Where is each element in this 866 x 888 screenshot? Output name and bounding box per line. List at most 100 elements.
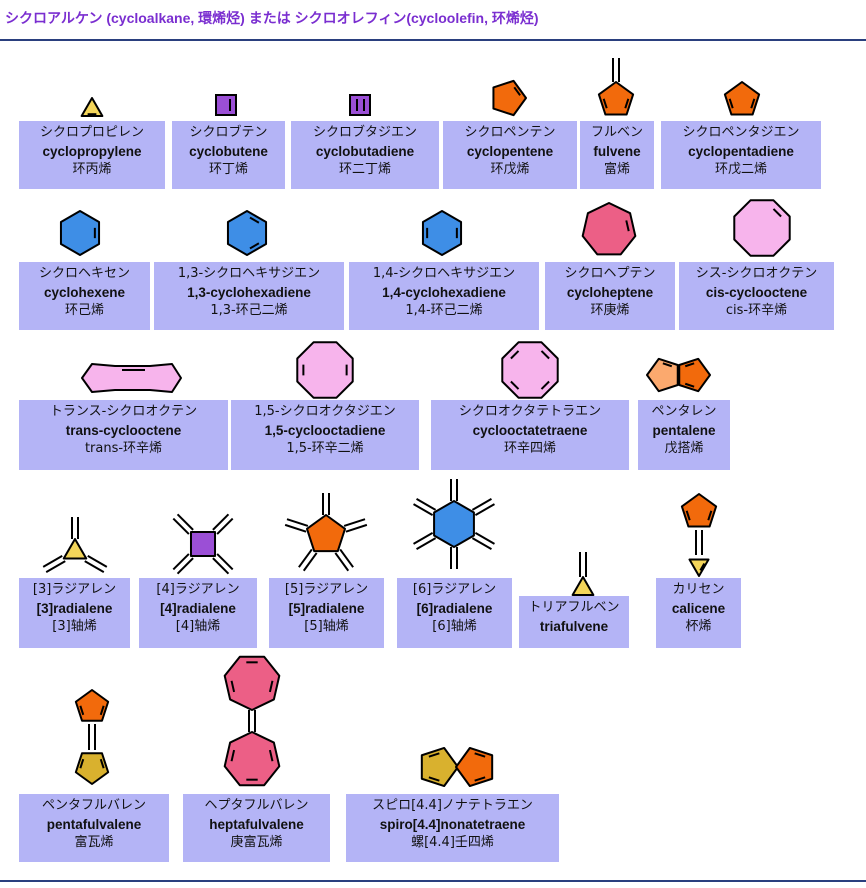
compound-name-english: cyclopentene bbox=[466, 143, 554, 159]
compound-name-english: fulvene bbox=[593, 143, 641, 159]
bond-line bbox=[176, 557, 194, 575]
compound-name-japanese: [4]ラジアレン bbox=[156, 582, 240, 597]
bond-line bbox=[510, 350, 520, 360]
spiro-ring-left bbox=[420, 746, 459, 788]
page-title: シクロアルケン (cycloalkane, 環烯烃) または シクロオレフィン(… bbox=[5, 10, 539, 26]
pentafulvalene-ring-bottom bbox=[74, 752, 110, 785]
bond-line bbox=[302, 552, 318, 572]
bond-line bbox=[99, 705, 105, 716]
bond-line bbox=[685, 510, 691, 521]
bond-line bbox=[750, 98, 756, 109]
cyclopropylene-ring bbox=[80, 97, 104, 117]
cyclohexene-ring bbox=[59, 210, 101, 256]
spiro-ring-right bbox=[455, 746, 494, 788]
compound-name-japanese: シクロヘキセン bbox=[38, 266, 130, 281]
bond-line bbox=[79, 758, 85, 769]
compound-name-chinese: trans-环辛烯 bbox=[84, 441, 163, 456]
bond-line bbox=[471, 537, 492, 550]
bond-line bbox=[416, 537, 437, 550]
bond-line bbox=[474, 776, 486, 782]
top-divider bbox=[0, 39, 866, 41]
bond-line bbox=[474, 532, 495, 545]
compound-name-japanese: トランス-シクロオクテン bbox=[49, 404, 198, 419]
calicene-five-ring bbox=[680, 493, 718, 528]
bond-line bbox=[413, 532, 434, 545]
triafulvene-ring bbox=[571, 576, 595, 596]
compound-name-chinese: 环己烯 bbox=[64, 303, 104, 318]
bond-line bbox=[540, 350, 550, 360]
3-radialene-ring bbox=[62, 538, 88, 560]
5-radialene-ring bbox=[305, 514, 347, 553]
bond-line bbox=[413, 503, 434, 516]
compound-name-english: cis-cyclooctene bbox=[705, 284, 808, 300]
cyclobutadiene-ring bbox=[349, 94, 371, 116]
bond-line bbox=[230, 680, 236, 693]
compound-name-japanese: [5]ラジアレン bbox=[284, 582, 369, 597]
compound-name-japanese: シクロヘプテン bbox=[564, 266, 656, 281]
cyclopentene-ring bbox=[492, 79, 527, 117]
compound-name-japanese: ペンタレン bbox=[651, 404, 717, 419]
compound-name-chinese: 富瓦烯 bbox=[74, 835, 114, 850]
compound-name-chinese: 1,4-环己二烯 bbox=[405, 303, 483, 318]
bond-line bbox=[540, 380, 550, 390]
bond-line bbox=[249, 216, 260, 224]
compound-name-japanese: ヘプタフルバレン bbox=[204, 798, 309, 813]
compound-name-english: cyclohexene bbox=[43, 284, 126, 300]
compound-name-english: cyclobutadiene bbox=[315, 143, 415, 159]
compound-name-english: cyclopropylene bbox=[42, 143, 142, 159]
bond-line bbox=[416, 498, 437, 511]
compound-name-chinese: 杯烯 bbox=[685, 619, 712, 634]
compound-name-english: pentafulvalene bbox=[46, 816, 142, 832]
compound-card-3-radialene: [3]ラジアレン[3]radialene[3]轴烯 bbox=[19, 578, 130, 648]
bond-line bbox=[428, 752, 440, 758]
compound-name-japanese: シクロペンタジエン bbox=[682, 125, 800, 140]
bond-line bbox=[298, 548, 313, 568]
bond-line bbox=[172, 553, 190, 571]
compound-name-japanese: トリアフルベン bbox=[528, 600, 620, 615]
compound-card-cyclohexene: シクロヘキセン cyclohexene 环己烯 bbox=[19, 262, 150, 330]
heptafulvalene-ring-top bbox=[223, 655, 281, 711]
bond-line bbox=[268, 749, 274, 762]
compound-name-english: cyclooctatetraene bbox=[472, 422, 588, 438]
bond-line bbox=[510, 380, 520, 390]
bond-line bbox=[284, 523, 307, 533]
compound-name-chinese: 环二丁烯 bbox=[338, 162, 391, 177]
compound-name-chinese: cis-环辛烯 bbox=[725, 303, 788, 318]
cyclohexadiene-13-ring bbox=[226, 210, 268, 256]
compound-card-heptafulvalene: ヘプタフルバレン heptafulvalene 庚富瓦烯 bbox=[183, 794, 330, 862]
compound-name-japanese: [3]ラジアレン bbox=[32, 582, 117, 597]
compound-name-english: heptafulvalene bbox=[209, 816, 304, 832]
bond-line bbox=[471, 498, 492, 511]
compound-name-chinese: 环戊烯 bbox=[490, 162, 530, 177]
heptafulvalene-ring-bottom bbox=[223, 731, 281, 787]
bond-line bbox=[334, 552, 350, 572]
bond-line bbox=[772, 208, 782, 218]
compound-name-chinese: 环丁烯 bbox=[208, 162, 248, 177]
compound-card-6-radialene: [6]ラジアレン[6]radialene[6]轴烯 bbox=[397, 578, 512, 648]
compound-name-japanese: シクロオクタテトラエン bbox=[458, 404, 602, 419]
compound-name-chinese: 环庚烯 bbox=[590, 303, 630, 318]
compound-name-japanese: シクロプロピレン bbox=[39, 125, 144, 140]
bond-line bbox=[216, 553, 234, 571]
compound-name-english: cyclopentadiene bbox=[688, 143, 794, 159]
compound-name-chinese: 庚富瓦烯 bbox=[230, 835, 283, 850]
bond-line bbox=[42, 555, 63, 568]
bond-line bbox=[212, 513, 230, 531]
compound-name-english: triafulvene bbox=[539, 618, 609, 634]
compound-name-english: spiro[4.4]nonatetraene bbox=[379, 816, 526, 832]
4-radialene-ring bbox=[189, 530, 217, 558]
bond-line bbox=[230, 749, 236, 762]
compound-name-english: 1,3-cyclohexadiene bbox=[187, 284, 311, 300]
compound-name-english: [4]radialene bbox=[160, 600, 236, 616]
compound-name-japanese: フルベン bbox=[590, 125, 643, 140]
compound-name-japanese: シクロブテン bbox=[189, 125, 268, 140]
compound-name-chinese: 1,5-环辛二烯 bbox=[286, 441, 364, 456]
